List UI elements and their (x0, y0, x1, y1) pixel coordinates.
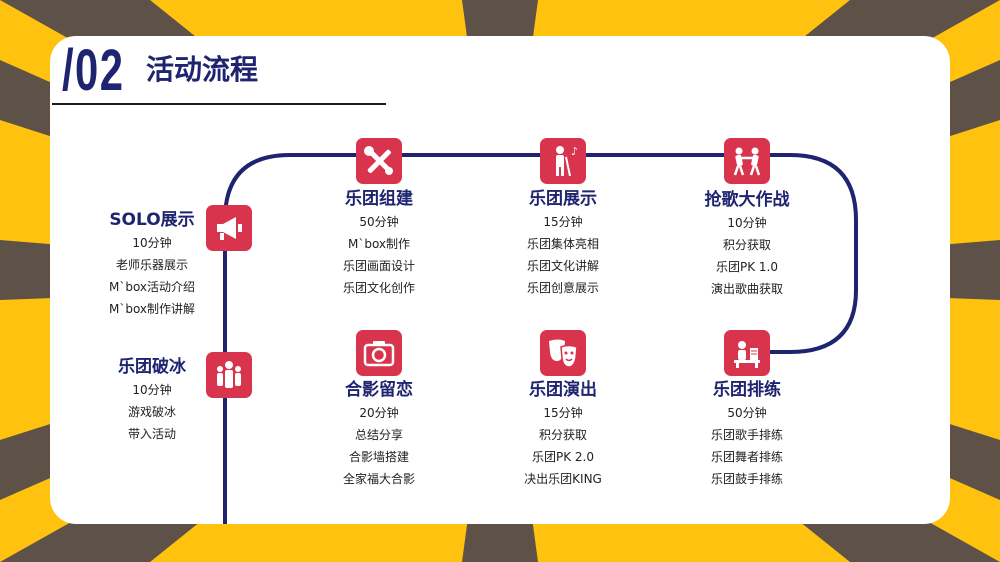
step-show: 乐团展示 15分钟 乐团集体亮相 乐团文化讲解 乐团创意展示 (503, 187, 623, 299)
step-item: 15分钟 (543, 215, 583, 229)
title-underline (52, 103, 386, 105)
step-item: 10分钟 (132, 236, 172, 250)
step-item: 演出歌曲获取 (710, 282, 783, 296)
step-perform: 乐团演出 15分钟 积分获取 乐团PK 2.0 决出乐团KING (503, 378, 623, 490)
masks-icon (540, 330, 586, 376)
svg-text:♪: ♪ (571, 145, 578, 158)
step-title: 乐团展示 (529, 189, 597, 209)
step-item: 积分获取 (722, 238, 771, 252)
step-form: 乐团组建 50分钟 M`box制作 乐团画面设计 乐团文化创作 (319, 187, 439, 299)
step-solo: SOLO展示 10分钟 老师乐器展示 M`box活动介绍 M`box制作讲解 (92, 208, 212, 320)
step-item: 10分钟 (727, 216, 767, 230)
step-item: 乐团文化创作 (342, 281, 415, 295)
step-item: 带入活动 (127, 427, 176, 441)
section-title: 活动流程 (146, 53, 259, 86)
step-title: 乐团组建 (345, 189, 413, 209)
group-icon (206, 352, 252, 398)
step-item: 乐团歌手排练 (710, 428, 783, 442)
step-item: 乐团鼓手排练 (710, 472, 783, 486)
step-item: 乐团画面设计 (342, 259, 415, 273)
step-item: 积分获取 (538, 428, 587, 442)
step-item: 游戏破冰 (127, 405, 176, 419)
dance-icon (724, 138, 770, 184)
step-item: M`box制作 (347, 237, 411, 251)
singer-icon: ♪ (540, 138, 586, 184)
step-item: 50分钟 (727, 406, 767, 420)
step-item: 决出乐团KING (524, 472, 602, 486)
step-rehearse: 乐团排练 50分钟 乐团歌手排练 乐团舞者排练 乐团鼓手排练 (687, 378, 807, 490)
step-item: 乐团文化讲解 (526, 259, 599, 273)
step-item: 15分钟 (543, 406, 583, 420)
step-item: 全家福大合影 (342, 472, 415, 486)
camera-icon (356, 330, 402, 376)
step-title: 乐团演出 (529, 380, 597, 400)
step-title: SOLO展示 (109, 210, 195, 230)
step-item: 50分钟 (359, 215, 399, 229)
step-item: 20分钟 (359, 406, 399, 420)
step-item: M`box制作讲解 (108, 302, 196, 316)
step-title: 抢歌大作战 (704, 190, 790, 210)
step-title: 乐团排练 (713, 380, 781, 400)
step-battle: 抢歌大作战 10分钟 积分获取 乐团PK 1.0 演出歌曲获取 (687, 188, 807, 300)
section-number: /02 (62, 38, 125, 103)
step-item: 合影墙搭建 (348, 450, 409, 464)
step-item: 乐团PK 1.0 (715, 260, 778, 274)
step-item: 老师乐器展示 (115, 258, 188, 272)
step-title: 乐团破冰 (118, 357, 186, 377)
step-item: 10分钟 (132, 383, 172, 397)
step-title: 合影留恋 (345, 380, 413, 400)
step-item: 乐团创意展示 (526, 281, 599, 295)
rehearsal-icon (724, 330, 770, 376)
step-item: 总结分享 (354, 428, 403, 442)
megaphone-icon (206, 205, 252, 251)
step-item: 乐团PK 2.0 (531, 450, 594, 464)
step-photo: 合影留恋 20分钟 总结分享 合影墙搭建 全家福大合影 (319, 378, 439, 490)
step-item: 乐团集体亮相 (526, 237, 599, 251)
tools-icon (356, 138, 402, 184)
step-item: 乐团舞者排练 (710, 450, 783, 464)
step-item: M`box活动介绍 (108, 280, 196, 294)
step-icebreak: 乐团破冰 10分钟 游戏破冰 带入活动 (92, 355, 212, 445)
